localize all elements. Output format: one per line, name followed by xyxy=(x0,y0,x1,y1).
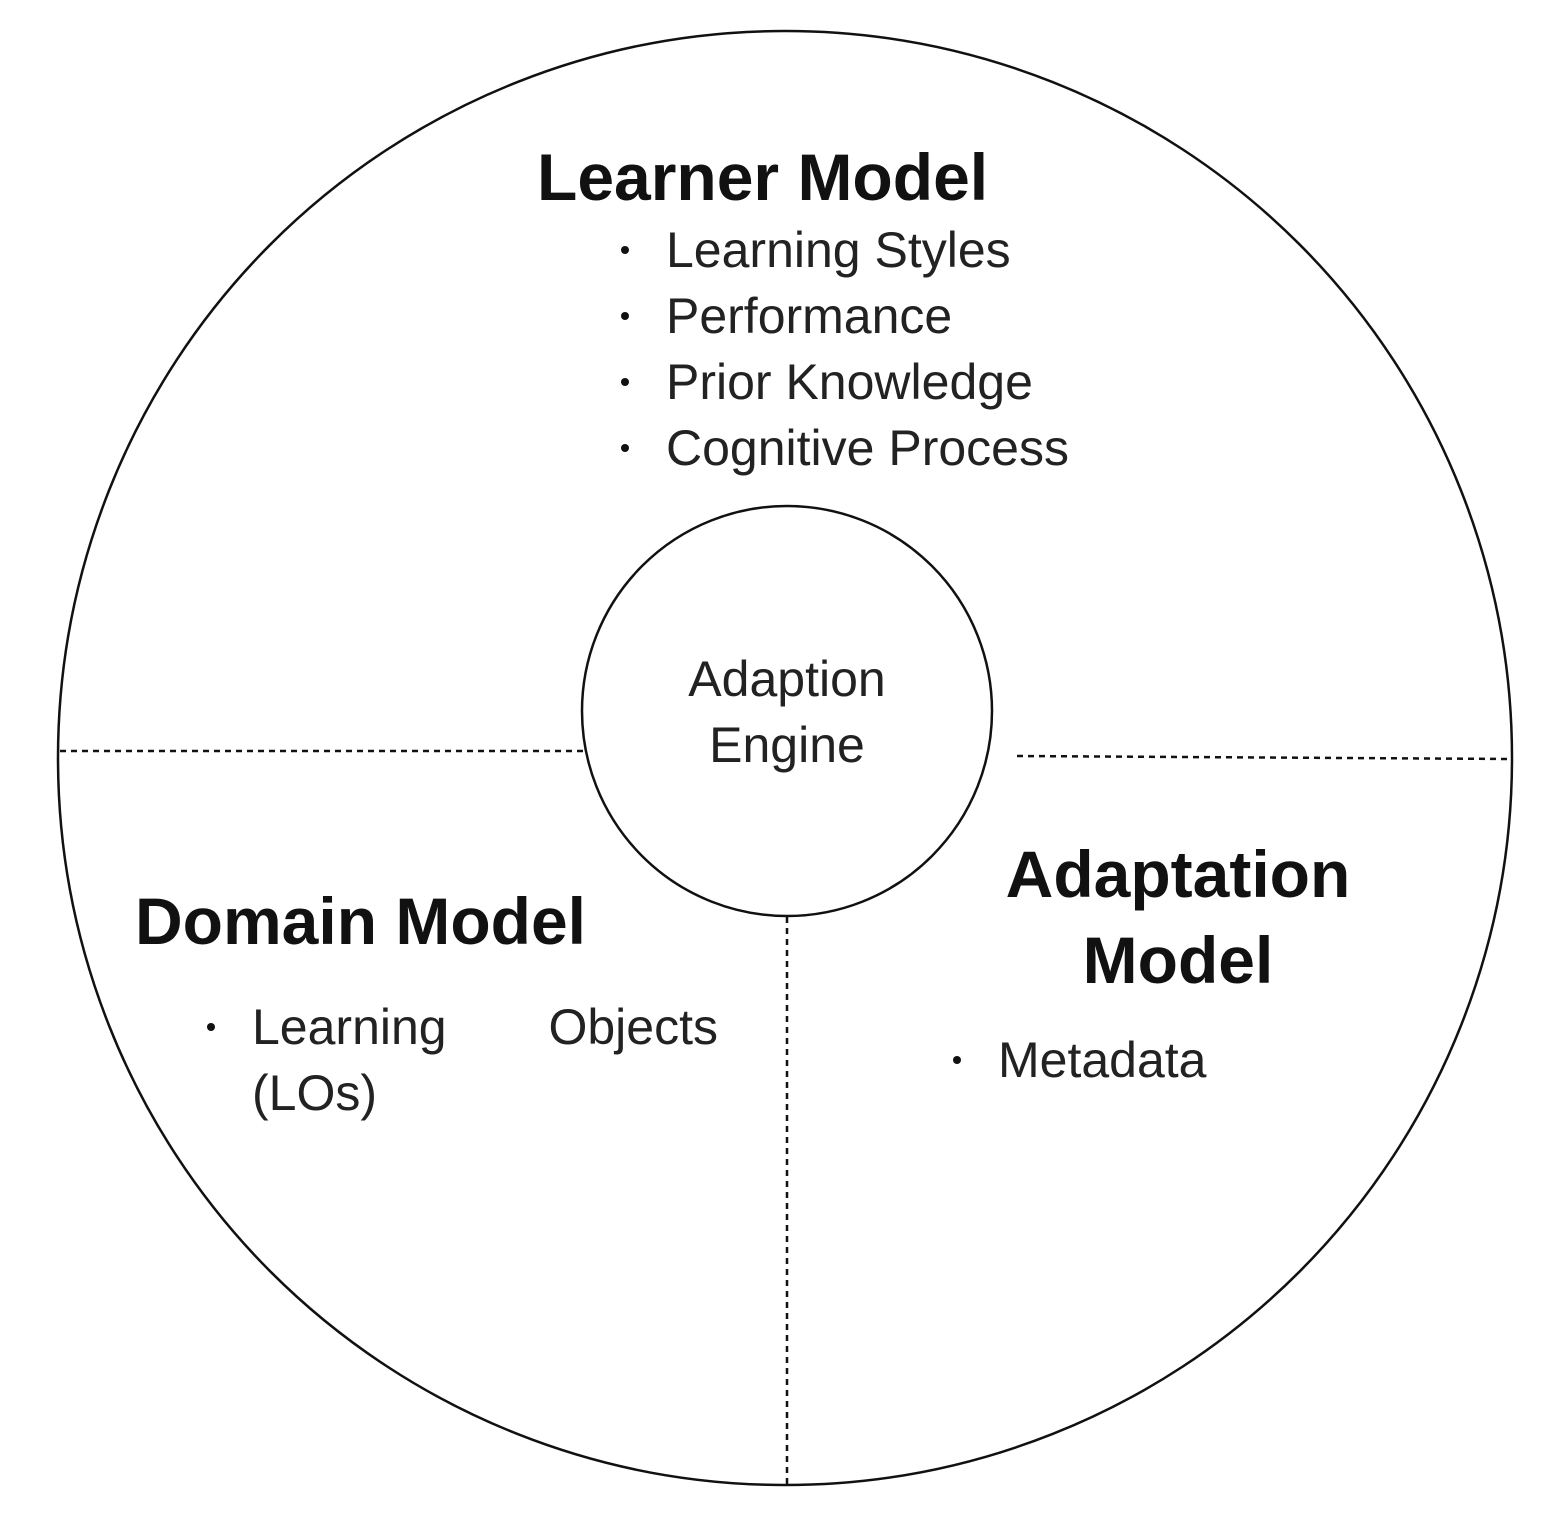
bullet-icon xyxy=(621,378,629,386)
adaption-engine-label: Adaption Engine xyxy=(582,646,992,778)
adaptation-model-title: Adaptation Model xyxy=(978,831,1378,1003)
bullet-icon xyxy=(621,246,629,254)
bullet-icon xyxy=(207,1023,215,1031)
bullet-icon xyxy=(953,1056,961,1064)
inner-circle xyxy=(580,504,994,918)
divider-right xyxy=(1016,754,1511,761)
list-item: Learning Objects (LOs) xyxy=(204,994,718,1126)
learner-model-title: Learner Model xyxy=(537,140,989,214)
list-item-label: Learning Objects (LOs) xyxy=(252,999,718,1121)
bullet-icon xyxy=(621,444,629,452)
domain-model-title: Domain Model xyxy=(135,884,587,958)
adaptation-model-list: Metadata xyxy=(950,1027,1206,1093)
list-item: Cognitive Process xyxy=(618,415,1069,481)
list-item-label: Cognitive Process xyxy=(666,420,1069,476)
list-item-label: Metadata xyxy=(998,1032,1207,1088)
list-item-label: Prior Knowledge xyxy=(666,354,1033,410)
domain-model-list: Learning Objects (LOs) xyxy=(204,994,718,1126)
list-item: Prior Knowledge xyxy=(618,349,1069,415)
bullet-icon xyxy=(621,312,629,320)
learner-model-list: Learning Styles Performance Prior Knowle… xyxy=(618,217,1069,481)
list-item: Performance xyxy=(618,283,1069,349)
list-item-label: Learning Styles xyxy=(666,222,1011,278)
list-item: Learning Styles xyxy=(618,217,1069,283)
list-item-label: Performance xyxy=(666,288,953,344)
adaption-engine-line2: Engine xyxy=(709,717,865,773)
adaptation-model-title-line2: Model xyxy=(1082,923,1274,997)
list-item: Metadata xyxy=(950,1027,1206,1093)
outer-circle xyxy=(56,29,1514,1487)
adaptation-model-title-line1: Adaptation xyxy=(1005,837,1351,911)
adaption-engine-line1: Adaption xyxy=(688,651,886,707)
